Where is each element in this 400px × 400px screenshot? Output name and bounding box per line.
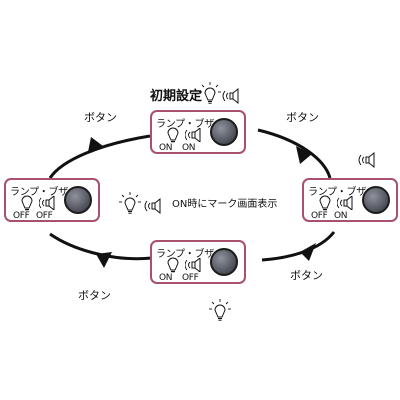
button-label-top-right: ボタン bbox=[286, 111, 319, 124]
lamp-icon bbox=[167, 257, 179, 273]
buzzer-icon bbox=[185, 258, 201, 272]
state-title: ランプ・ブザー bbox=[10, 187, 78, 198]
button-label-bottom-left: ボタン bbox=[78, 289, 111, 302]
initial-setting-label: 初期設定 bbox=[150, 89, 203, 104]
state-title: ランプ・ブザー bbox=[156, 119, 224, 130]
arrow-right-to-bottom bbox=[261, 231, 336, 262]
state-title: ランプ・ブザー bbox=[156, 249, 224, 260]
push-button[interactable] bbox=[64, 186, 92, 214]
buzzer-state-value: ON bbox=[182, 143, 196, 153]
buzzer-sound-icon-legend bbox=[144, 198, 161, 214]
lamp-state-value: OFF bbox=[311, 211, 328, 221]
buzzer-icon bbox=[185, 128, 201, 142]
button-label-top-left: ボタン bbox=[84, 111, 117, 124]
lamp-lit-icon-bottom bbox=[208, 298, 232, 321]
buzzer-state-value: OFF bbox=[36, 211, 53, 221]
lamp-lit-icon-initial bbox=[198, 81, 222, 104]
lamp-icon bbox=[21, 195, 33, 211]
buzzer-icon bbox=[39, 196, 55, 210]
lamp-icon bbox=[167, 127, 179, 143]
lamp-state-value: OFF bbox=[13, 211, 30, 221]
arrowhead-left-bottom bbox=[96, 252, 112, 268]
button-label-bottom-right: ボタン bbox=[290, 269, 323, 282]
lamp-lit-icon-legend bbox=[118, 191, 142, 214]
arrowhead-right-bottom bbox=[300, 243, 316, 261]
arrow-initial-to-right bbox=[257, 128, 332, 179]
state-box-lamp-off-buzzer-on: ランプ・ブザー OFF ON bbox=[302, 178, 398, 222]
arrow-left-to-initial bbox=[48, 134, 151, 179]
lamp-state-value: ON bbox=[159, 143, 173, 153]
state-title: ランプ・ブザー bbox=[308, 187, 376, 198]
buzzer-icon bbox=[337, 196, 353, 210]
lamp-state-value: ON bbox=[159, 273, 173, 283]
arrowhead-left-top bbox=[88, 137, 103, 152]
lamp-icon bbox=[319, 195, 331, 211]
state-box-lamp-off-buzzer-off: ランプ・ブザー OFF OFF bbox=[4, 178, 100, 222]
arrowhead-right-top bbox=[296, 146, 312, 164]
buzzer-state-value: OFF bbox=[182, 273, 199, 283]
push-button[interactable] bbox=[210, 118, 238, 146]
buzzer-sound-icon-right bbox=[358, 152, 375, 168]
state-box-lamp-on-buzzer-off: ランプ・ブザー ON OFF bbox=[150, 240, 246, 284]
state-box-lamp-on-buzzer-on: ランプ・ブザー ON ON bbox=[150, 110, 246, 154]
buzzer-state-value: ON bbox=[334, 211, 348, 221]
buzzer-sound-icon-initial bbox=[222, 88, 239, 104]
arrow-bottom-to-left bbox=[49, 232, 153, 261]
push-button[interactable] bbox=[210, 248, 238, 276]
legend-text: ON時にマーク画面表示 bbox=[172, 199, 278, 210]
push-button[interactable] bbox=[362, 186, 390, 214]
